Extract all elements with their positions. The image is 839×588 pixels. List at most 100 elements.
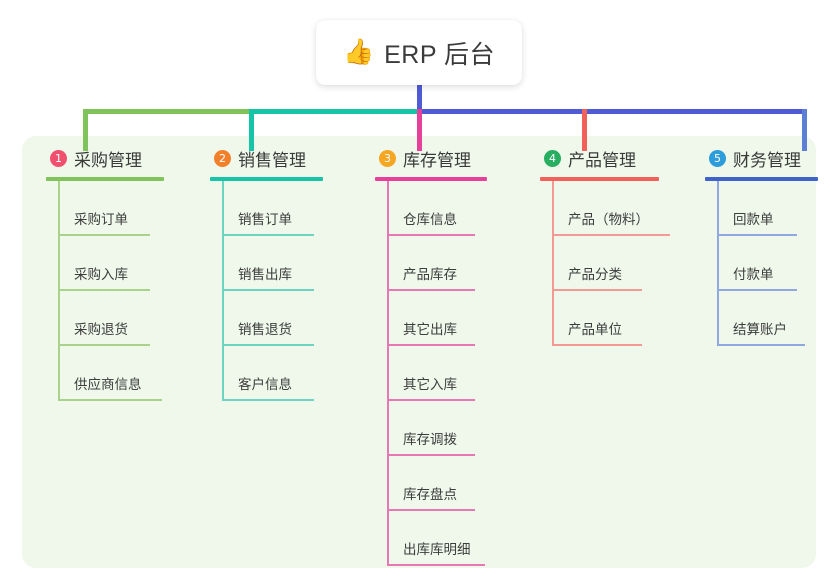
list-item-label: 结算账户 xyxy=(733,322,787,337)
list-item-rule xyxy=(717,289,797,291)
list-item-rule xyxy=(58,399,162,401)
list-item-label: 产品分类 xyxy=(568,267,622,282)
list-item-label: 客户信息 xyxy=(238,377,292,392)
drop-col-1 xyxy=(83,109,88,151)
list-item[interactable]: 库存盘点 xyxy=(387,456,517,511)
diagram-panel-background xyxy=(22,136,816,568)
column-title-2: 销售管理 xyxy=(238,150,306,170)
column-header-rule-1 xyxy=(46,177,164,181)
column-header-rule-4 xyxy=(540,177,659,181)
column-badge-icon-2: 2 xyxy=(214,149,231,167)
list-item-label: 出库库明细 xyxy=(403,542,471,557)
list-item[interactable]: 出库库明细 xyxy=(387,511,517,566)
list-item[interactable]: 其它出库 xyxy=(387,291,517,346)
root-node-card[interactable]: 👍 ERP 后台 xyxy=(316,20,522,85)
column-1: 1 采购管理采购订单采购入库采购退货供应商信息 xyxy=(38,146,188,401)
list-item[interactable]: 销售出库 xyxy=(222,236,352,291)
list-item-rule xyxy=(387,289,475,291)
column-header-rule-2 xyxy=(210,177,323,181)
column-header-3[interactable]: 3 库存管理 xyxy=(367,146,517,170)
list-item-label: 库存调拨 xyxy=(403,432,457,447)
list-item[interactable]: 回款单 xyxy=(717,181,839,236)
list-item-rule xyxy=(222,344,314,346)
list-item-rule xyxy=(552,234,670,236)
list-item-label: 销售出库 xyxy=(238,267,292,282)
list-item[interactable]: 供应商信息 xyxy=(58,346,188,401)
column-header-2[interactable]: 2 销售管理 xyxy=(202,146,352,170)
list-item-rule xyxy=(222,399,314,401)
list-item-rule xyxy=(387,454,475,456)
column-badge-icon-5: 5 xyxy=(709,149,726,167)
list-item-label: 仓库信息 xyxy=(403,212,457,227)
list-item[interactable]: 采购订单 xyxy=(58,181,188,236)
list-item-label: 销售订单 xyxy=(238,212,292,227)
drop-col-4 xyxy=(582,109,587,151)
column-stem-3 xyxy=(387,181,389,566)
list-item[interactable]: 采购入库 xyxy=(58,236,188,291)
column-items-5: 回款单付款单结算账户 xyxy=(697,181,839,346)
list-item-rule xyxy=(717,234,797,236)
column-3: 3 库存管理仓库信息产品库存其它出库其它入库库存调拨库存盘点出库库明细 xyxy=(367,146,517,566)
list-item[interactable]: 产品单位 xyxy=(552,291,687,346)
drop-col-5 xyxy=(802,109,807,151)
list-item-rule xyxy=(552,344,642,346)
connector-bar-left xyxy=(83,109,251,114)
list-item-rule xyxy=(222,289,314,291)
column-header-5[interactable]: 5 财务管理 xyxy=(697,146,839,170)
column-header-rule-5 xyxy=(705,177,818,181)
list-item-rule xyxy=(58,344,150,346)
list-item[interactable]: 库存调拨 xyxy=(387,401,517,456)
list-item-label: 供应商信息 xyxy=(74,377,142,392)
thumbs-up-icon: 👍 xyxy=(342,38,375,66)
column-items-2: 销售订单销售出库销售退货客户信息 xyxy=(202,181,352,401)
list-item-label: 产品（物料） xyxy=(568,212,649,227)
list-item[interactable]: 销售订单 xyxy=(222,181,352,236)
column-stem-5 xyxy=(717,181,719,346)
list-item-label: 采购退货 xyxy=(74,322,128,337)
connector-bar-right xyxy=(417,109,807,114)
column-badge-icon-1: 1 xyxy=(50,149,67,167)
list-item-label: 采购订单 xyxy=(74,212,128,227)
column-header-4[interactable]: 4 产品管理 xyxy=(532,146,687,170)
list-item[interactable]: 其它入库 xyxy=(387,346,517,401)
column-title-5: 财务管理 xyxy=(733,150,801,170)
column-stem-2 xyxy=(222,181,224,401)
list-item[interactable]: 付款单 xyxy=(717,236,839,291)
list-item-label: 销售退货 xyxy=(238,322,292,337)
column-title-3: 库存管理 xyxy=(403,150,471,170)
list-item-rule xyxy=(387,399,475,401)
column-title-1: 采购管理 xyxy=(74,150,142,170)
list-item-label: 回款单 xyxy=(733,212,774,227)
column-items-1: 采购订单采购入库采购退货供应商信息 xyxy=(38,181,188,401)
root-node-title: ERP 后台 xyxy=(384,40,496,69)
column-stem-4 xyxy=(552,181,554,346)
list-item[interactable]: 结算账户 xyxy=(717,291,839,346)
list-item[interactable]: 产品（物料） xyxy=(552,181,687,236)
list-item[interactable]: 产品分类 xyxy=(552,236,687,291)
list-item-rule xyxy=(58,289,150,291)
list-item[interactable]: 采购退货 xyxy=(58,291,188,346)
column-badge-icon-4: 4 xyxy=(544,149,561,167)
column-stem-1 xyxy=(58,181,60,401)
list-item-label: 其它入库 xyxy=(403,377,457,392)
list-item-label: 付款单 xyxy=(733,267,774,282)
column-title-4: 产品管理 xyxy=(568,150,636,170)
list-item[interactable]: 销售退货 xyxy=(222,291,352,346)
column-items-4: 产品（物料） 产品分类产品单位 xyxy=(532,181,687,346)
list-item-rule xyxy=(387,564,485,566)
column-header-1[interactable]: 1 采购管理 xyxy=(38,146,188,170)
column-5: 5 财务管理回款单付款单结算账户 xyxy=(697,146,839,346)
list-item-rule xyxy=(58,234,150,236)
drop-col-2 xyxy=(249,109,254,151)
list-item-label: 产品单位 xyxy=(568,322,622,337)
list-item[interactable]: 客户信息 xyxy=(222,346,352,401)
list-item[interactable]: 仓库信息 xyxy=(387,181,517,236)
drop-col-3 xyxy=(417,109,422,151)
column-badge-icon-3: 3 xyxy=(379,149,396,167)
column-4: 4 产品管理产品（物料） 产品分类产品单位 xyxy=(532,146,687,346)
list-item-rule xyxy=(387,344,475,346)
list-item[interactable]: 产品库存 xyxy=(387,236,517,291)
list-item-rule xyxy=(552,289,642,291)
list-item-rule xyxy=(387,509,475,511)
column-items-3: 仓库信息产品库存其它出库其它入库库存调拨库存盘点出库库明细 xyxy=(367,181,517,566)
